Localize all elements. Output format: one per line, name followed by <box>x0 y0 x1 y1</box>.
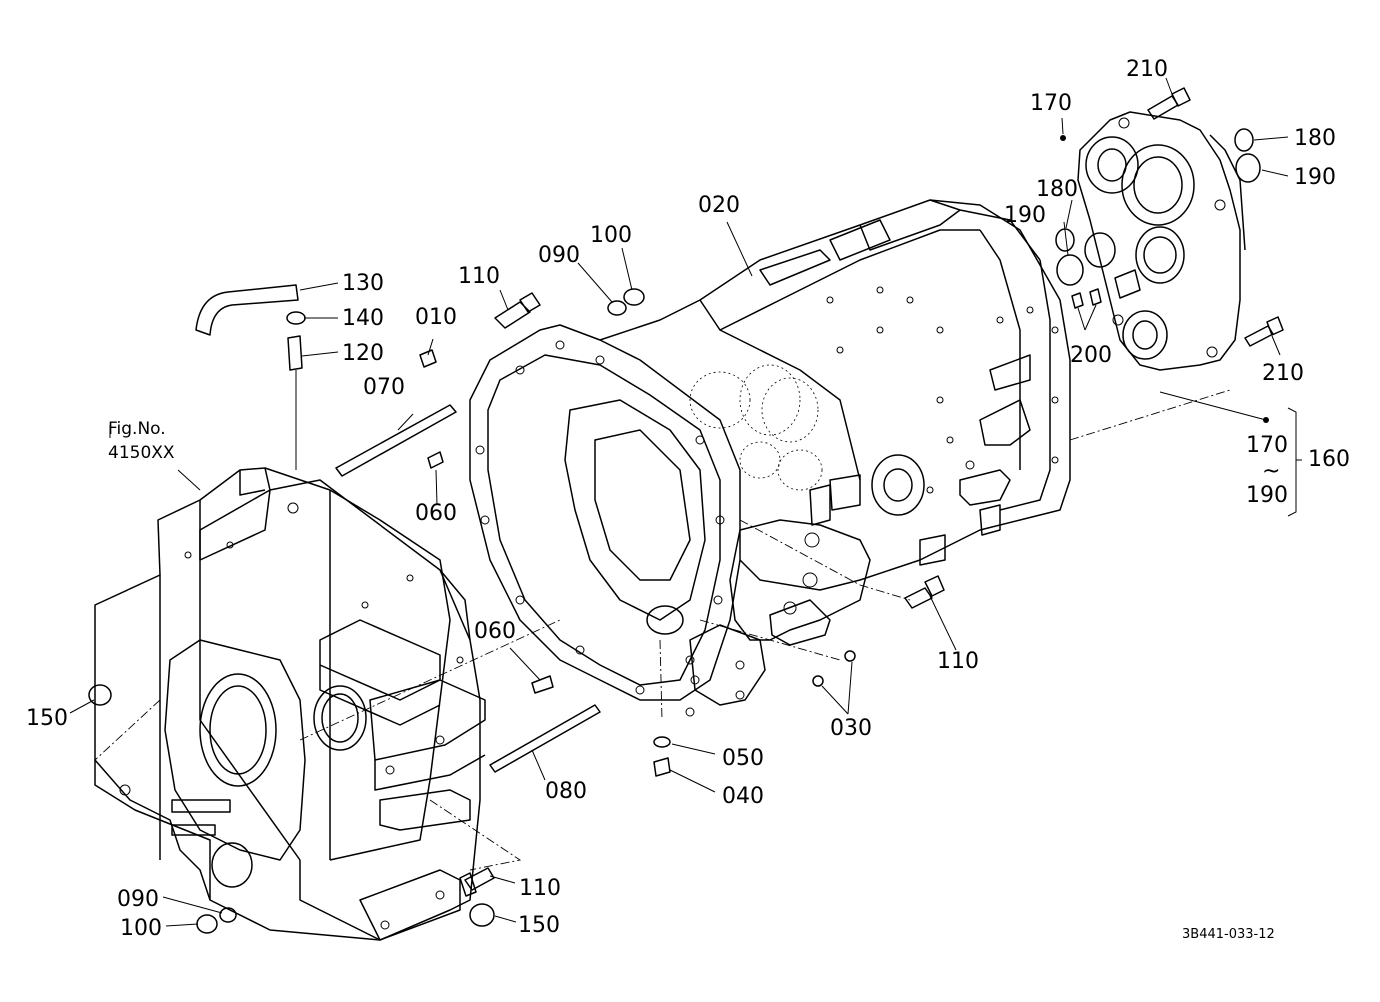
callout-060-upper: 060 <box>415 501 457 526</box>
callout-190-range: 190 <box>1246 483 1288 508</box>
callout-100-top: 100 <box>590 223 632 248</box>
clutch-housing-flange <box>469 324 741 701</box>
range-tilde: ~ <box>1262 459 1280 484</box>
callout-130: 130 <box>342 271 384 296</box>
callout-060-lower: 060 <box>474 619 516 644</box>
callout-010: 010 <box>415 305 457 330</box>
callout-150-left: 150 <box>26 706 68 731</box>
callout-030: 030 <box>830 716 872 741</box>
callout-210-top: 210 <box>1126 57 1168 82</box>
callout-070: 070 <box>363 375 405 400</box>
front-housing <box>94 467 561 941</box>
figure-ref-label: Fig.No. <box>108 419 166 439</box>
callout-170-top: 170 <box>1030 91 1072 116</box>
callout-170-range: 170 <box>1246 433 1288 458</box>
callout-190-middle: 190 <box>1004 203 1046 228</box>
callout-180-right: 180 <box>1294 126 1336 151</box>
callout-180-middle: 180 <box>1036 177 1078 202</box>
callout-labels: 010 020 030 040 050 060 060 070 080 090 … <box>26 57 1350 942</box>
callout-120: 120 <box>342 341 384 366</box>
callout-020: 020 <box>698 193 740 218</box>
callout-140: 140 <box>342 306 384 331</box>
small-parts <box>88 87 1284 934</box>
drawing-number: 3B441-033-12 <box>1182 927 1275 942</box>
callout-080: 080 <box>545 779 587 804</box>
callout-090-top: 090 <box>538 243 580 268</box>
callout-110-top: 110 <box>458 264 500 289</box>
callout-090-bottom: 090 <box>117 887 159 912</box>
callout-200: 200 <box>1070 343 1112 368</box>
transmission-case <box>599 199 1231 721</box>
callout-190-right: 190 <box>1294 165 1336 190</box>
callout-150-bottom: 150 <box>518 913 560 938</box>
leader-lines <box>69 77 1302 927</box>
callout-110-right: 110 <box>937 649 979 674</box>
figure-ref-number: 4150XX <box>108 443 175 463</box>
callout-050: 050 <box>722 746 764 771</box>
callout-100-bottom: 100 <box>120 916 162 941</box>
callout-210-right: 210 <box>1262 361 1304 386</box>
rear-cover <box>1077 111 1246 371</box>
callout-160: 160 <box>1308 447 1350 472</box>
callout-110-bottom: 110 <box>519 876 561 901</box>
callout-040: 040 <box>722 784 764 809</box>
